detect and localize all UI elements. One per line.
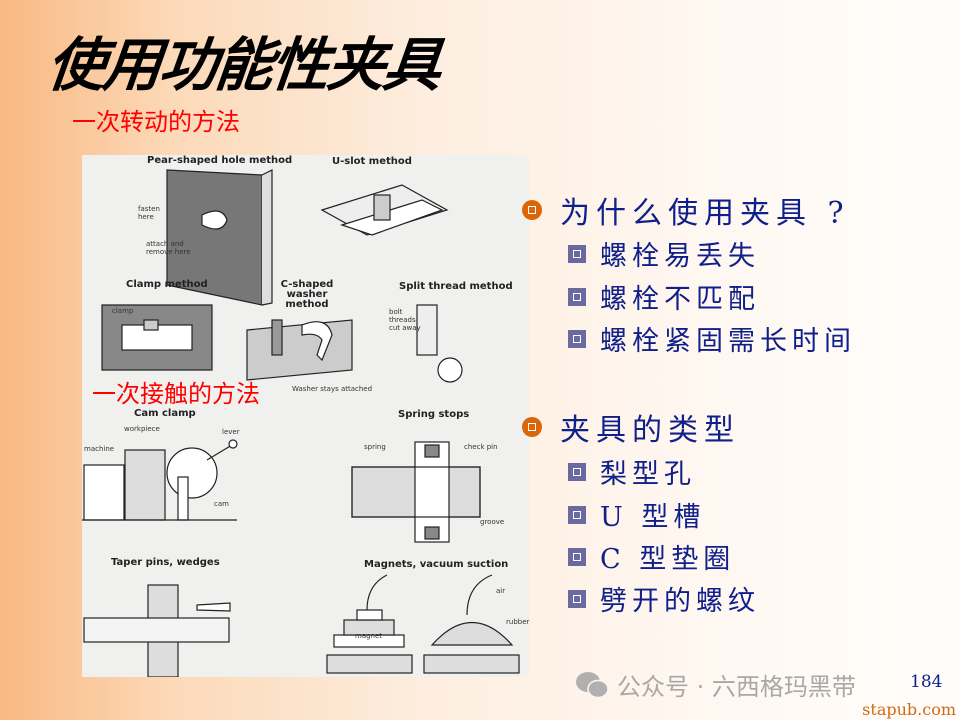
sub-bullet: 梨型孔 bbox=[568, 452, 696, 491]
caption-u-slot: U-slot method bbox=[332, 156, 412, 167]
page-number: 184 bbox=[910, 672, 943, 692]
label-workpiece: workpiece bbox=[124, 425, 160, 433]
label-groove: groove bbox=[480, 518, 505, 526]
square-bullet-icon bbox=[568, 505, 586, 524]
pear-hole-drawing bbox=[166, 169, 273, 306]
label-air: air bbox=[496, 587, 506, 595]
sub-bullet: C 型垫圈 bbox=[568, 537, 735, 576]
label-cam: cam bbox=[214, 500, 229, 508]
label-attach: attach and remove here bbox=[146, 240, 191, 256]
sub-bullet: U 型槽 bbox=[568, 495, 705, 534]
label-clamp: clamp bbox=[112, 307, 134, 315]
u-slot-drawing bbox=[320, 184, 449, 236]
cam-clamp-drawing bbox=[82, 439, 238, 521]
wechat-icon bbox=[576, 671, 609, 698]
taper-pins-drawing bbox=[83, 584, 231, 677]
square-bullet-icon bbox=[568, 462, 586, 481]
caption-taper-pins: Taper pins, wedges bbox=[111, 557, 220, 568]
watermark: 公众号 · 六西格玛黑带 bbox=[575, 667, 856, 702]
square-bullet-icon bbox=[568, 287, 586, 306]
subtitle-rotation: 一次转动的方法 bbox=[72, 108, 240, 136]
spring-stops-drawing bbox=[351, 441, 481, 543]
caption-c-washer: C-shaped washer method bbox=[280, 279, 334, 310]
orange-circle-bullet-icon bbox=[522, 417, 542, 437]
bullet-fixture-types: 夹具的类型 bbox=[522, 405, 740, 449]
fixture-methods-figure: Pear-shaped hole method U-slot method Cl… bbox=[82, 155, 529, 677]
sub-bullet-text: 螺栓紧固需长时间 bbox=[600, 326, 856, 357]
slide-title: 使用功能性夹具 bbox=[43, 31, 444, 99]
sub-bullet-text: 螺栓易丢失 bbox=[600, 241, 760, 272]
label-rubber: rubber bbox=[506, 618, 530, 626]
label-machine: machine bbox=[84, 445, 115, 453]
sub-bullet: 螺栓不匹配 bbox=[568, 277, 760, 316]
square-bullet-icon bbox=[568, 329, 586, 348]
bullet-text: 为什么使用夹具 ? bbox=[560, 196, 850, 231]
caption-clamp: Clamp method bbox=[126, 279, 208, 290]
caption-magnets: Magnets, vacuum suction bbox=[364, 559, 509, 570]
label-fasten: fasten here bbox=[138, 205, 160, 221]
caption-pear-hole: Pear-shaped hole method bbox=[147, 155, 293, 166]
sub-bullet-text: 劈开的螺纹 bbox=[600, 586, 760, 617]
clamp-drawing bbox=[101, 304, 213, 371]
label-lever: lever bbox=[222, 428, 240, 436]
bullet-text: 夹具的类型 bbox=[560, 413, 740, 448]
subtitle-contact: 一次接触的方法 bbox=[92, 380, 260, 408]
sub-bullet: 螺栓易丢失 bbox=[568, 234, 760, 273]
site-watermark: stapub.com bbox=[862, 700, 956, 719]
square-bullet-icon bbox=[568, 589, 586, 608]
square-bullet-icon bbox=[568, 547, 586, 566]
sub-bullet-text: 螺栓不匹配 bbox=[600, 284, 760, 315]
caption-cam-clamp: Cam clamp bbox=[134, 408, 196, 419]
sub-bullet: 螺栓紧固需长时间 bbox=[568, 319, 856, 358]
split-thread-drawing bbox=[416, 304, 463, 383]
orange-circle-bullet-icon bbox=[522, 200, 542, 220]
fixture-drawings bbox=[82, 169, 520, 677]
label-check-pin: check pin bbox=[464, 443, 498, 451]
label-bolt: bolt threads cut away bbox=[389, 308, 421, 332]
label-washer: Washer stays attached bbox=[292, 385, 373, 393]
caption-split-thread: Split thread method bbox=[399, 281, 513, 292]
watermark-text: 公众号 · 六西格玛黑带 bbox=[617, 673, 856, 701]
sub-bullet: 劈开的螺纹 bbox=[568, 579, 760, 618]
magnets-drawing bbox=[326, 574, 520, 674]
c-washer-drawing bbox=[246, 319, 353, 381]
sub-bullet-text: U 型槽 bbox=[600, 502, 706, 533]
sub-bullet-text: C 型垫圈 bbox=[600, 544, 736, 575]
label-magnet: magnet bbox=[355, 632, 383, 640]
label-spring: spring bbox=[364, 443, 386, 451]
sub-bullet-text: 梨型孔 bbox=[600, 459, 696, 490]
square-bullet-icon bbox=[568, 244, 586, 263]
bullet-why-fixtures: 为什么使用夹具 ? bbox=[522, 188, 850, 232]
caption-spring-stops: Spring stops bbox=[398, 409, 470, 420]
